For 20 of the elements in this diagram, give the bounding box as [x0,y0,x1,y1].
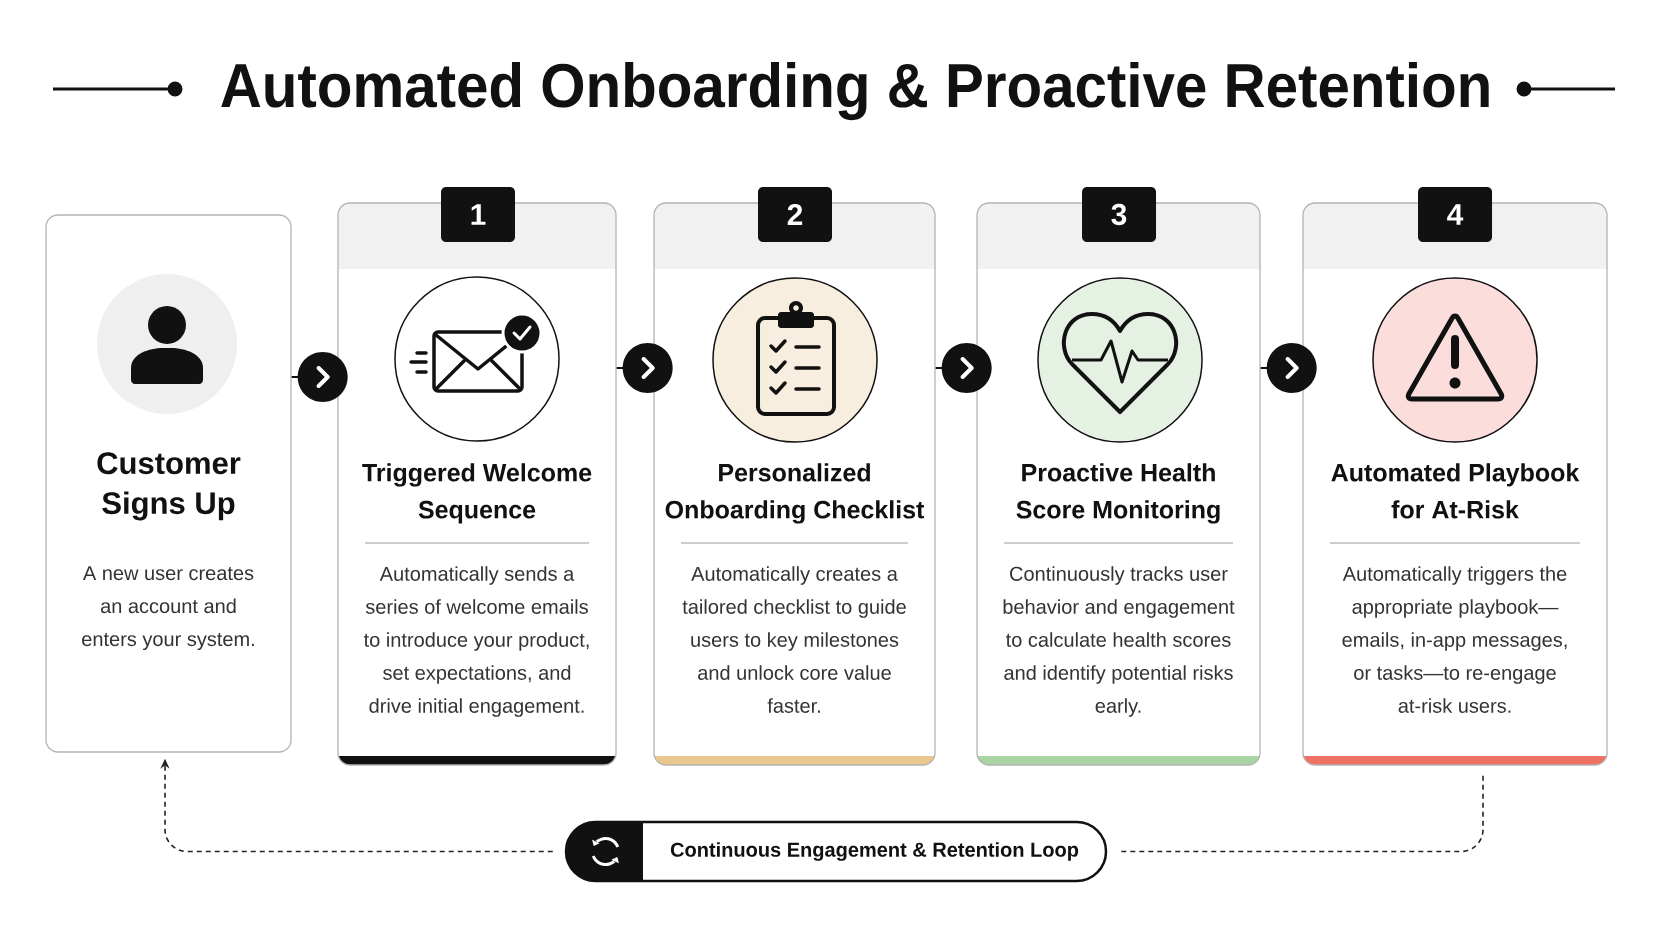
chevron-arrow [1259,343,1317,393]
card-title: Customer Signs Up [97,452,241,521]
chevron-arrow [615,343,673,393]
chevron-arrow [934,343,992,393]
card-description: Automatically triggers the appropriate playbook—emails, in-app messages, or tasks—to re-engage at-risk users. [1342,566,1567,713]
card-title: Triggered Welcome Sequence [362,463,592,524]
card-description: Automatically sends a series of welcome emails to introduce your product, set expectations, and drive initial engagement. [363,566,589,717]
card-description: Automatically creates a tailored checklist to guide users to key milestones and unlock core value faster. [682,566,906,713]
number-badge: 3 [1082,187,1156,242]
card-title: Proactive Health Score Monitoring [1016,463,1220,524]
number-badge: 2 [758,187,832,242]
card-title: Automated Playbook for At-Risk [1331,463,1580,519]
loop-label: Continuous Engagement & Retention Loop [670,842,1079,861]
card-description: Continuously tracks user behavior and engagement to calculate health scores and identify potential risks early. [1003,566,1235,717]
chevron-arrow [290,352,348,402]
number-badge: 1 [441,187,515,242]
number-badge: 4 [1418,187,1492,242]
title: Automated Onboarding & Proactive Retention [221,62,1489,121]
card-title: Personalized Onboarding Checklist [665,463,925,524]
card-description: A new user creates an account and enters your system. [82,566,254,651]
